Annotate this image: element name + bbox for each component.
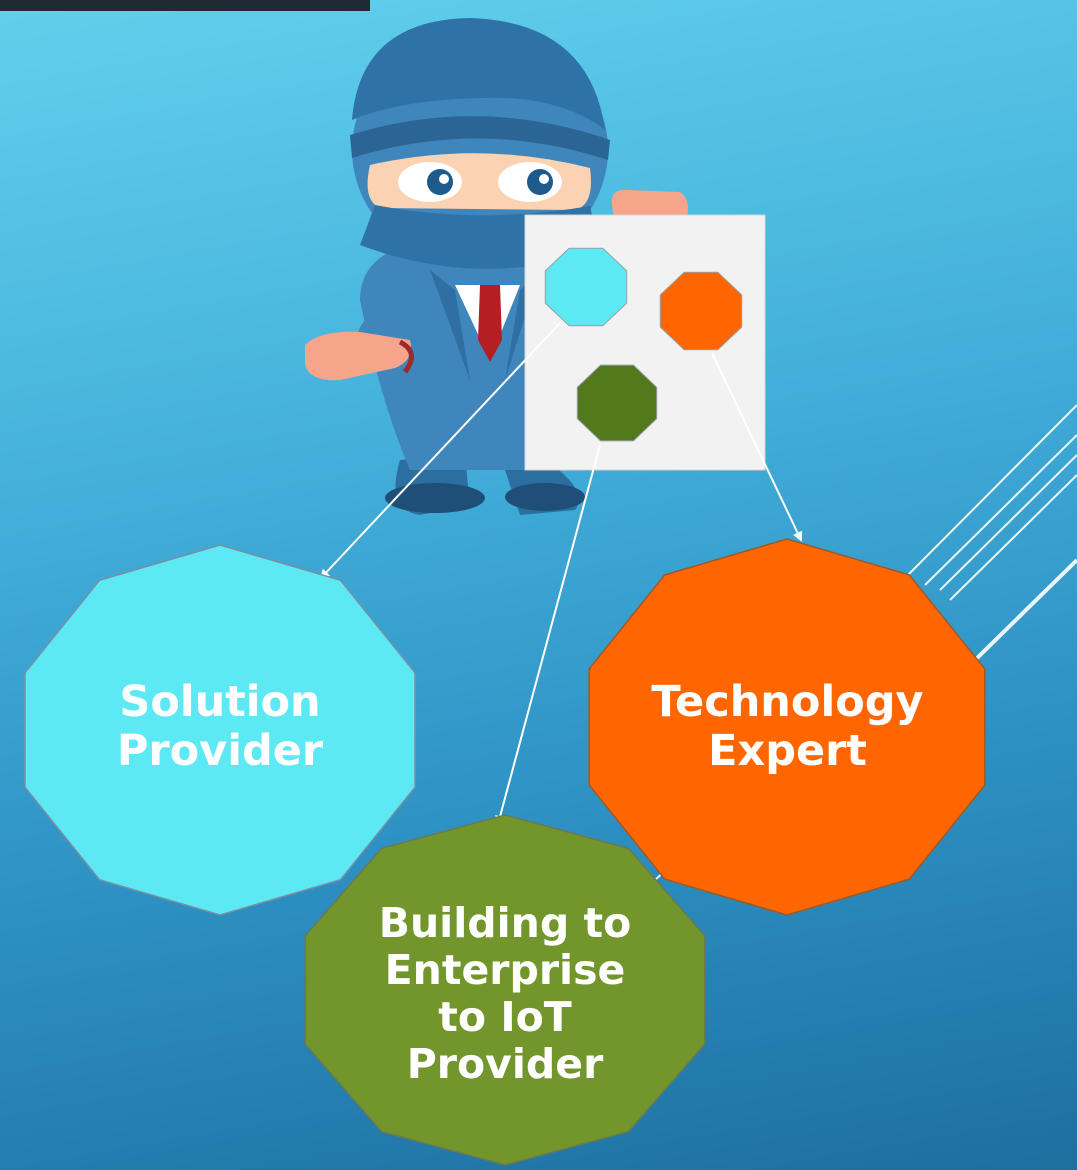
title-bar-strip bbox=[0, 0, 370, 11]
arrow-to-technology bbox=[711, 352, 803, 542]
solution-provider-label: Solution Provider bbox=[90, 677, 350, 777]
solution-line-1: Solution bbox=[119, 677, 321, 727]
technology-expert-decagon bbox=[588, 538, 986, 916]
paper-icon-green bbox=[576, 364, 658, 442]
building-line-4: Provider bbox=[406, 1040, 604, 1089]
technology-line-2: Expert bbox=[708, 726, 867, 777]
solution-provider-decagon bbox=[24, 544, 416, 916]
technology-line-1: Technology bbox=[651, 677, 924, 727]
building-line-1: Building to bbox=[378, 899, 632, 947]
paper-icon-cyan bbox=[544, 247, 628, 327]
arrow-to-building bbox=[495, 444, 601, 826]
paper-sheet bbox=[524, 214, 766, 471]
technology-expert-label: Technology Expert bbox=[630, 677, 945, 777]
building-line-2: Enterprise bbox=[384, 946, 626, 995]
arrow-to-solution bbox=[319, 322, 561, 580]
paper-icon-orange bbox=[659, 271, 743, 351]
building-provider-decagon bbox=[304, 814, 706, 1166]
building-line-3: to IoT bbox=[438, 993, 572, 1042]
solution-line-2: Provider bbox=[116, 726, 324, 777]
connector-arrows bbox=[319, 322, 803, 826]
building-provider-label: Building to Enterprise to IoT Provider bbox=[335, 899, 675, 1089]
